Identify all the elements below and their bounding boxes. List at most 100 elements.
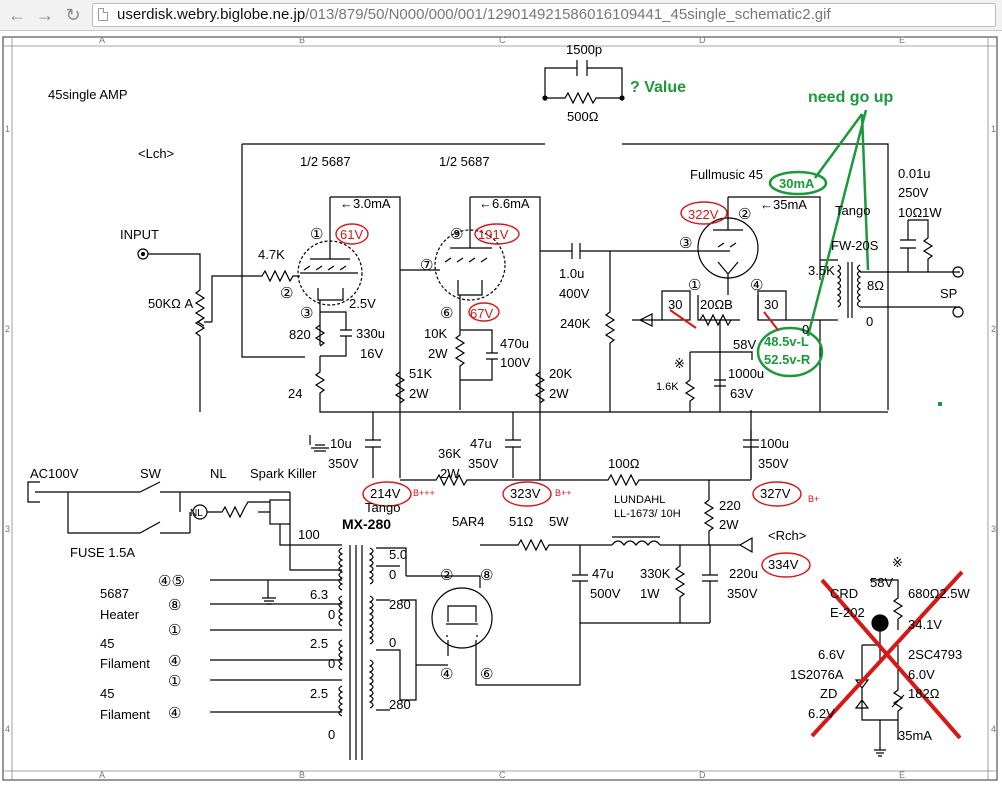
frame-border [2,36,998,781]
col-label-d: D [699,35,706,45]
forward-button[interactable]: → [34,4,56,26]
back-button[interactable]: ← [6,4,28,26]
mains-spark-killer: Spark Killer [250,466,317,481]
filament-45a-pin1: ① [168,673,181,690]
bias-right-voltage: 52.5v-R [764,352,811,367]
need-go-up-note: need go up [808,89,894,106]
coupling-cap: 1.0u [559,266,584,281]
supply-c1: 10u [330,436,352,451]
trafo-heater-63: 6.3 [310,587,328,602]
address-bar[interactable]: userdisk.webry.biglobe.ne.jp/013/879/50/… [92,3,996,27]
stage1-cathode-voltage: 2.5V [349,296,376,311]
schematic-image: A B C D E A B C D E 1 2 3 4 1 2 3 4 45si… [2,35,998,781]
supply-cf-voltage: 350V [727,586,758,601]
supply-c2: 47u [470,436,492,451]
output-pin4: ④ [750,277,763,294]
ccs-66v: 6.6V [818,647,845,662]
power-trafo-name: Tango [365,500,400,515]
stage2-current: ←6.6mA [479,196,530,211]
mains-ac: AC100V [30,466,79,481]
ccs-mark: ※ [892,555,903,570]
row-label-2: 2 [5,324,10,334]
schematic-title: 45single AMP [48,87,128,102]
row-label-1-right: 1 [991,124,996,134]
heater-pin45: ④⑤ [158,573,185,590]
ccs-zener: ZD [820,686,837,701]
output-plate-voltage: 322V [688,207,719,222]
supply-c3-voltage: 350V [758,456,789,471]
filament-45b-pin4: ④ [168,705,181,722]
supply-v1-tag: B+++ [413,488,435,498]
stage1-rfb: 24 [288,386,302,401]
supply-v2: 323V [510,486,541,501]
stage2-pin6: ⑥ [440,305,453,322]
trafo-tap-280b: 280 [389,697,411,712]
ccs-crd: CRD [830,586,858,601]
output-pin1: ① [688,277,701,294]
stage1-rl: 51K [409,366,432,381]
col-label-b: B [299,35,305,45]
trafo-fil-25b: 2.5 [310,686,328,701]
input-label: INPUT [120,227,159,242]
rectifier-resistor-watt: 5W [549,514,569,529]
col-label-c: C [499,35,506,45]
supply-c3: 100u [760,436,789,451]
strike-out-x [810,570,964,740]
mains-fuse: FUSE 1.5A [70,545,135,560]
stage1-pin1: ① [310,226,323,243]
ccs-current: 35mA [898,728,932,743]
col-label-b-bottom: B [299,770,305,780]
neon-lamp-glyph: NL [190,508,203,519]
stage2-cathode-voltage: 67V [470,306,493,321]
green-annotations [756,109,870,378]
supply-r1-watt: 2W [440,466,460,481]
stage1-grid-resistor: 4.7K [258,247,285,262]
stage2-plate-voltage: 191V [478,227,509,242]
browser-toolbar: ← → ↻ userdisk.webry.biglobe.ne.jp/013/8… [0,0,1002,31]
supply-c2-voltage: 350V [468,456,499,471]
row-label-4: 4 [5,724,10,734]
speaker-label: SP [940,286,957,301]
supply-r2: 100Ω [608,456,640,471]
stage2-rl: 20K [549,366,572,381]
output-pin2: ② [738,206,751,223]
opt-primary-zero: 0 [802,322,809,337]
channel-label: <Lch> [138,146,174,161]
trafo-tap-280a: 280 [389,597,411,612]
url-path: /013/879/50/N000/000/001/129014921586016… [305,6,831,23]
stage1-rl-watt: 2W [409,386,429,401]
ccs-diode: 1S2076A [790,667,844,682]
stage2-rk-watt: 2W [428,346,448,361]
trafo-tap-0b: 0 [389,635,396,650]
stage1-ck: 330u [356,326,385,341]
rectifier-pin2: ② [440,567,453,584]
mains-spark-killer-value: 100 [298,527,320,542]
feedback-cap-label: 1500p [566,42,602,57]
url-text: userdisk.webry.biglobe.ne.jp/013/879/50/… [117,6,831,24]
col-label-e: E [899,35,905,45]
forward-arrow-icon: → [36,5,54,25]
hum-pot: 20ΩB [700,297,733,312]
ccs-vr: 182Ω [908,686,940,701]
reload-button[interactable]: ↻ [62,4,84,26]
trafo-fil-0b: 0 [328,656,335,671]
choke-name: LUNDAHL [614,494,665,506]
ccs-r680: 680Ω2.5W [908,586,970,601]
zobel-cap: 0.01u [898,166,931,181]
row-label-3: 3 [5,524,10,534]
heater-pin1: ① [168,622,181,639]
schematic-wiring [2,36,998,781]
ccs-crd-model: E-202 [830,605,865,620]
feedback-res-label: 500Ω [567,109,599,124]
stage2-pin7: ⑦ [420,257,433,274]
stage2-rl-watt: 2W [549,386,569,401]
rectifier-pin8: ⑧ [480,567,493,584]
stage2-ck-voltage: 100V [500,355,531,370]
supply-cin: 47u [592,566,614,581]
zobel-resistor: 10Ω1W [898,205,942,220]
filament-45a-sub: Filament [100,656,150,671]
output-tube-label: Fullmusic 45 [690,167,763,182]
supply-r1: 36K [438,446,461,461]
opt-name: Tango [835,203,870,218]
row-label-2-right: 2 [991,324,996,334]
